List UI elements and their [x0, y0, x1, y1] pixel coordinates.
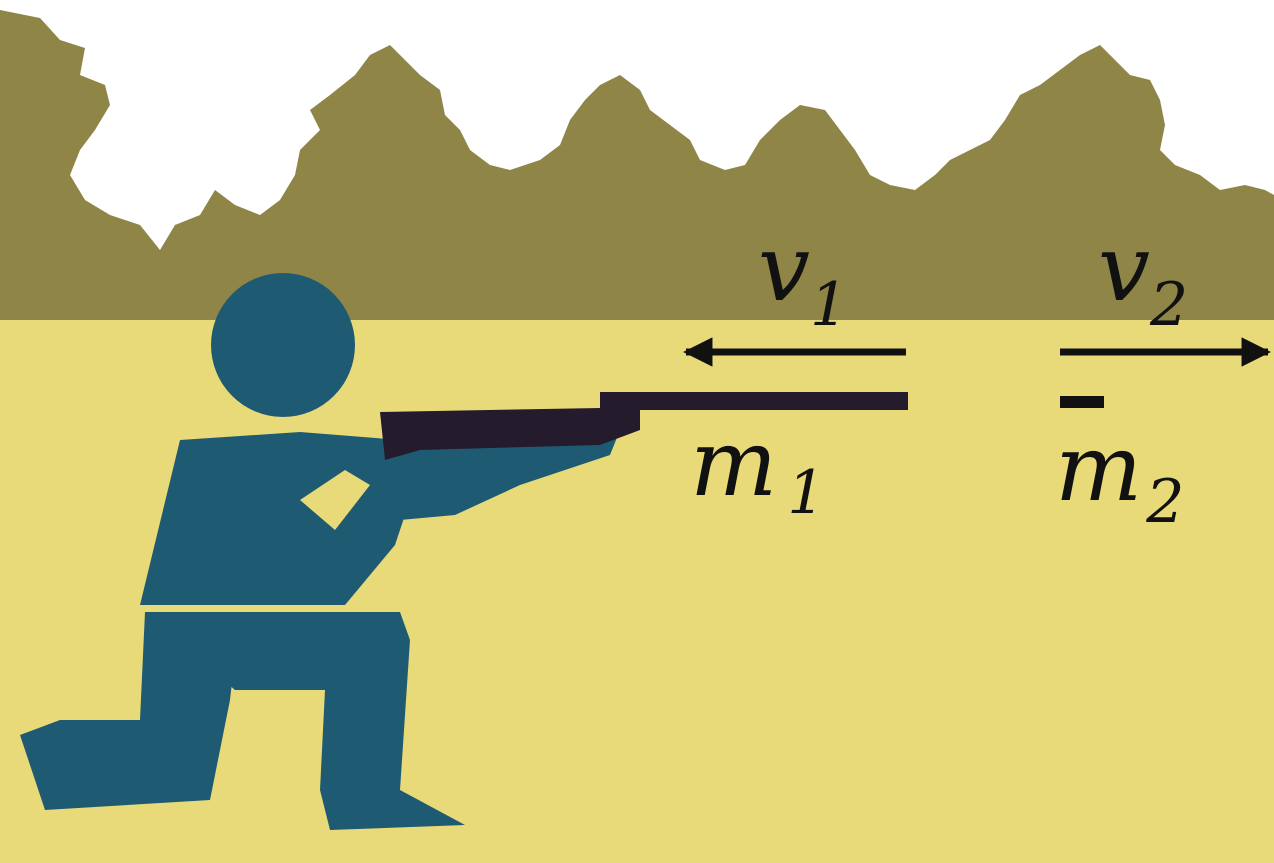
- rifle-stock: [380, 398, 640, 460]
- bullet: [1060, 396, 1104, 408]
- shooter-back-leg: [20, 612, 240, 810]
- label-m2: m2: [1055, 415, 1184, 537]
- label-v2: v2: [1098, 215, 1188, 340]
- shooter-head: [211, 273, 355, 417]
- tree-line: [0, 10, 1274, 322]
- shooter-figure: [20, 273, 620, 830]
- rifle-barrel: [600, 392, 908, 410]
- label-v1: v1: [758, 215, 848, 340]
- shooter-arm: [290, 425, 620, 575]
- arm-gap: [300, 470, 370, 530]
- rifle: [380, 392, 908, 460]
